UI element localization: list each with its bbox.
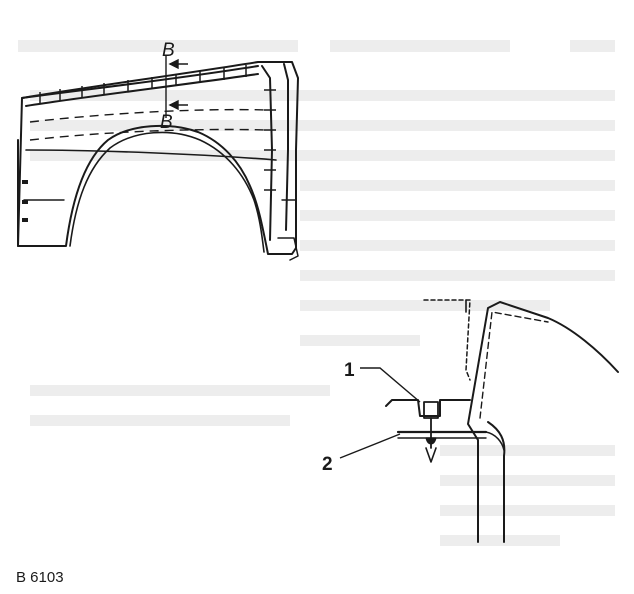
figure-reference-code: B 6103	[16, 569, 64, 586]
callout-1-leader	[360, 367, 421, 403]
section-marker-bottom: B	[160, 112, 173, 133]
fender-rear-flange	[261, 65, 273, 241]
fender-outline	[17, 61, 299, 255]
bolt-tip	[425, 447, 437, 463]
section-line-bb	[165, 56, 188, 118]
fender-top-inner	[25, 73, 259, 107]
weld-ticks-rear	[264, 89, 276, 191]
front-mount-marks	[22, 180, 28, 222]
fender-rear-edge	[283, 63, 289, 231]
section-detail	[385, 299, 619, 543]
sealant-blob	[425, 437, 437, 445]
weld-ticks-top	[39, 65, 247, 104]
fender-rear-bracket	[277, 237, 299, 261]
inner-panel-wall	[467, 301, 619, 543]
wheel-arch-lip	[69, 131, 265, 253]
flange-rim	[485, 431, 505, 451]
callout-2-label: 2	[322, 454, 333, 475]
section-marker-top: B	[162, 40, 175, 61]
background-text-ghost	[18, 40, 615, 546]
callout-2-leader	[339, 433, 401, 459]
panel-seal-strip	[479, 311, 549, 419]
upper-dashed-bracket	[423, 299, 471, 381]
outer-panel-wall	[487, 421, 506, 543]
fender-swage-line	[25, 149, 277, 161]
mounting-flange	[385, 399, 471, 417]
callout-1-label: 1	[344, 360, 355, 381]
